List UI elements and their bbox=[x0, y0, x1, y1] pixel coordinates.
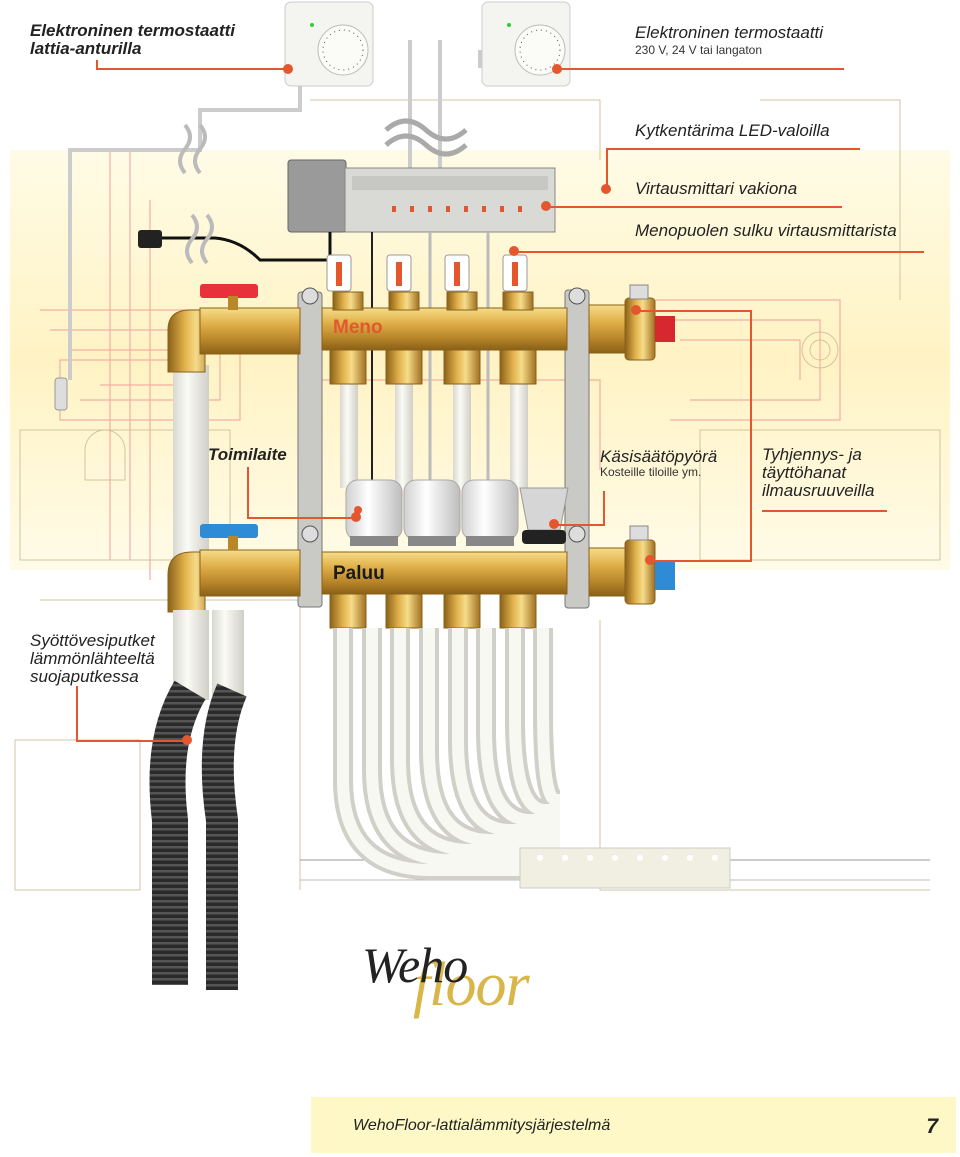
leader-dot bbox=[541, 201, 551, 211]
leader-flow-meter bbox=[546, 206, 842, 208]
page-number: 7 bbox=[926, 1115, 938, 1138]
leader-drain-fill-bottom bbox=[652, 560, 752, 562]
manual-wheel-icon bbox=[519, 487, 569, 544]
leader-thermostat-electronic bbox=[556, 68, 844, 70]
footer-title: WehoFloor-lattialämmitysjärjestelmä bbox=[353, 1117, 611, 1134]
label-line: lämmönlähteeltä bbox=[30, 648, 155, 668]
thermostat-right-icon bbox=[481, 1, 571, 87]
label-line: täyttöhanat bbox=[762, 462, 847, 482]
label-thermostat-electronic-sub: 230 V, 24 V tai langaton bbox=[635, 43, 762, 57]
manifold-return-label: Paluu bbox=[333, 563, 385, 584]
flow-meters-icon bbox=[326, 254, 528, 292]
power-plug-icon bbox=[138, 230, 162, 248]
leader-dot bbox=[509, 246, 519, 256]
label-thermostat-floor: Elektroninen termostaatti lattia-anturil… bbox=[30, 22, 235, 58]
thermostat-left-icon bbox=[284, 1, 374, 87]
leader-supply-pipes bbox=[76, 686, 78, 742]
leader-wiring-center bbox=[606, 148, 860, 150]
label-line: Elektroninen termostaatti bbox=[30, 21, 235, 40]
leader-dot bbox=[645, 555, 655, 565]
label-manual-wheel-sub: Kosteille tiloille ym. bbox=[600, 465, 702, 479]
leader-dot bbox=[552, 64, 562, 74]
protective-tube-icon bbox=[149, 680, 206, 985]
supply-valve-handle-icon bbox=[200, 284, 258, 298]
label-supply-shutoff: Menopuolen sulku virtausmittarista bbox=[635, 221, 897, 240]
label-supply-pipes: Syöttövesiputket lämmönlähteeltä suojapu… bbox=[30, 632, 155, 686]
leader-thermostat-floor bbox=[96, 68, 286, 70]
label-thermostat-electronic: Elektroninen termostaatti bbox=[635, 23, 824, 42]
leader-supply-shutoff bbox=[514, 251, 924, 253]
label-drain-fill: Tyhjennys- ja täyttöhanat ilmausruuveill… bbox=[762, 446, 874, 500]
leader-dot bbox=[182, 735, 192, 745]
actuators-icon bbox=[345, 479, 519, 546]
label-line: ilmausruuveilla bbox=[762, 480, 875, 500]
logo-floor: floor bbox=[413, 951, 530, 1019]
leader-dot bbox=[601, 184, 611, 194]
leader-dot bbox=[549, 519, 559, 529]
label-actuator: Toimilaite bbox=[208, 445, 287, 464]
leader-dot bbox=[283, 64, 293, 74]
leader-drain-fill bbox=[750, 310, 752, 562]
manifold-supply-label: Meno bbox=[333, 317, 383, 338]
return-valve-handle-icon bbox=[200, 524, 258, 538]
leader-dot bbox=[631, 305, 641, 315]
leader-wiring-center-v bbox=[606, 148, 608, 188]
leader-drain-fill-under bbox=[762, 510, 887, 512]
leader-dot bbox=[351, 512, 361, 522]
leader-supply-pipes-h bbox=[76, 740, 186, 742]
label-manual-wheel: Käsisäätöpyörä bbox=[600, 447, 718, 466]
leader-manual-wheel-h bbox=[555, 524, 605, 526]
wiring-center-icon bbox=[287, 159, 556, 233]
leader-manual-wheel bbox=[603, 491, 605, 525]
label-wiring-center: Kytkentärima LED-valoilla bbox=[635, 121, 830, 140]
label-line: Tyhjennys- ja bbox=[762, 445, 862, 464]
label-line: suojaputkessa bbox=[30, 666, 139, 686]
leader-drain-fill-top bbox=[640, 310, 752, 312]
leader-actuator bbox=[247, 467, 249, 519]
label-flow-meter: Virtausmittari vakiona bbox=[635, 179, 798, 198]
label-line: lattia-anturilla bbox=[30, 38, 142, 58]
leader-thermostat-floor-v bbox=[96, 60, 98, 70]
footer-bar: WehoFloor-lattialämmitysjärjestelmä 7 bbox=[311, 1097, 956, 1153]
floor-sensor-icon bbox=[54, 377, 68, 411]
logo-weho: Weho bbox=[362, 937, 468, 993]
leader-actuator-h bbox=[247, 517, 355, 519]
label-line: Syöttövesiputket bbox=[30, 631, 155, 650]
